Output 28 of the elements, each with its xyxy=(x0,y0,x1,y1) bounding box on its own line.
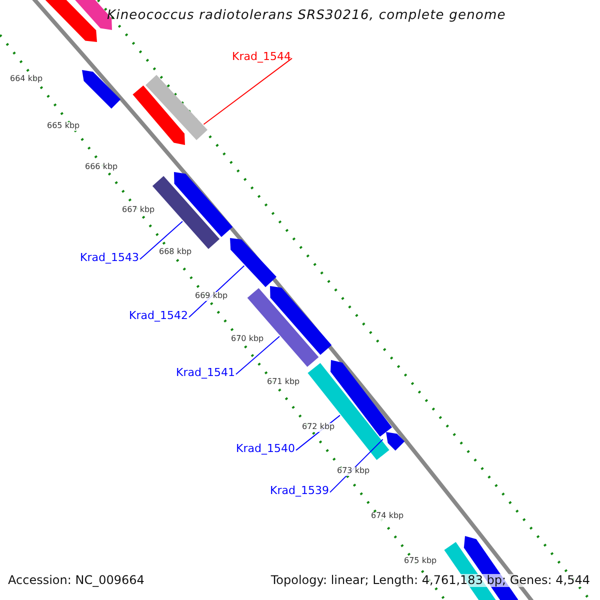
scale-label: 670 kbp xyxy=(231,335,264,344)
scale-label: 673 kbp xyxy=(337,467,370,476)
scale-label: 669 kbp xyxy=(195,292,228,301)
leader-line xyxy=(203,58,292,125)
scale-label: 672 kbp xyxy=(302,423,335,432)
scale-label: 664 kbp xyxy=(10,75,43,84)
gene-label: Krad_1539 xyxy=(270,485,329,498)
leader-line xyxy=(236,336,280,375)
gene-label: Krad_1540 xyxy=(236,443,295,456)
gene-bar xyxy=(247,288,319,367)
gene-block xyxy=(230,238,276,288)
scale-label: 666 kbp xyxy=(85,163,118,172)
gene-label: Krad_1544 xyxy=(232,51,291,64)
scale-label: 674 kbp xyxy=(371,512,404,521)
gene-label: Krad_1543 xyxy=(80,252,139,264)
scale-label: 671 kbp xyxy=(267,378,300,387)
gene-label: Krad_1541 xyxy=(176,367,235,380)
scale-label: 665 kbp xyxy=(47,122,80,131)
scale-label: 667 kbp xyxy=(122,206,155,215)
scale-label: 675 kbp xyxy=(404,557,437,566)
leader-line xyxy=(140,220,183,260)
gene-bar xyxy=(146,74,208,140)
gene-label: Krad_1542 xyxy=(129,310,188,322)
footer-text: Topology: linear; Length: 4,761,183 bp; Genes: 4,544 xyxy=(270,574,590,588)
footer-text: Accession: NC_009664 xyxy=(8,574,144,588)
title: Kineococcus radiotolerans SRS30216, complete genome xyxy=(107,9,506,24)
gene-block xyxy=(386,432,405,451)
scale-label: 668 kbp xyxy=(159,248,192,257)
